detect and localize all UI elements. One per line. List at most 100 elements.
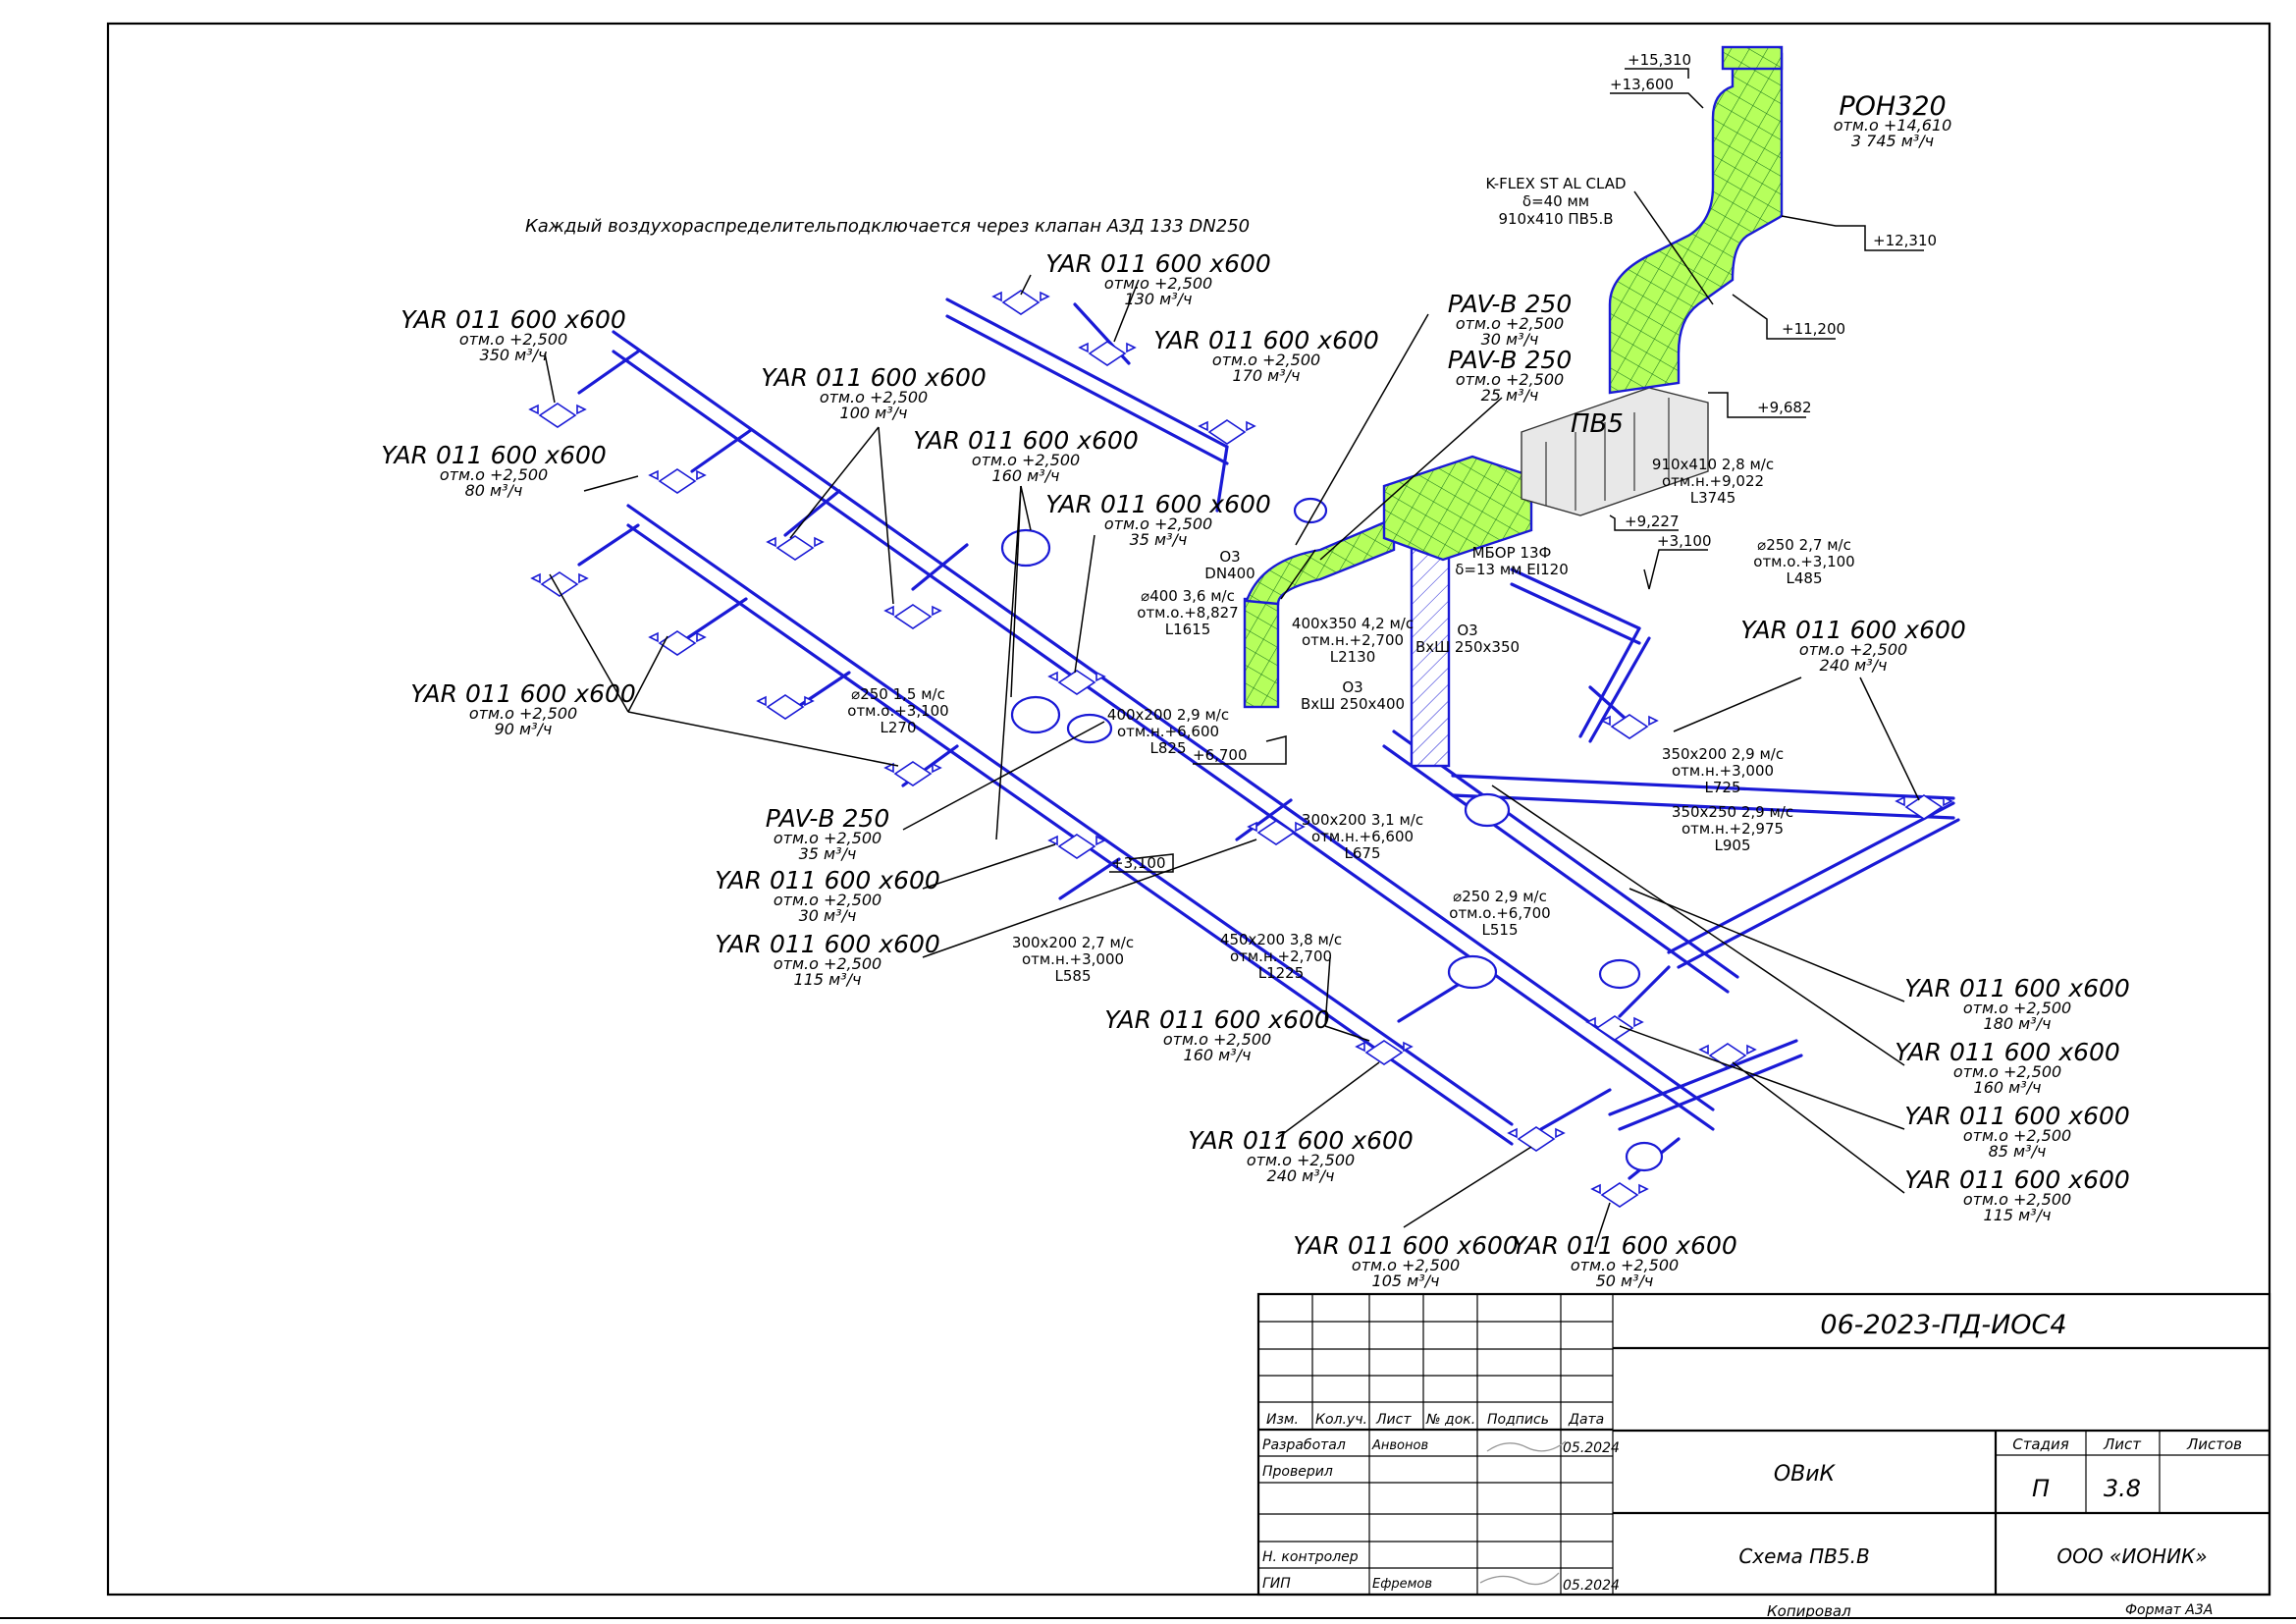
tb-header-kolich: Кол.уч.	[1315, 1412, 1367, 1428]
svg-text:YAR 011 600 x600: YAR 011 600 x600	[1904, 974, 2130, 1002]
diffuser-label: YAR 011 600 x600 отм.о +2,500 170 м³/ч	[1153, 326, 1379, 385]
tb-role-4: ГИП	[1262, 1576, 1291, 1592]
svg-text:отм.о +2,500: отм.о +2,500	[1456, 370, 1564, 389]
svg-text:δ=13 мм EI120: δ=13 мм EI120	[1455, 561, 1569, 578]
svg-text:отм.н.+6,600: отм.н.+6,600	[1311, 828, 1414, 845]
svg-text:300x200 2,7 м/с: 300x200 2,7 м/с	[1012, 934, 1134, 951]
svg-text:910x410 2,8 м/с: 910x410 2,8 м/с	[1652, 456, 1774, 473]
svg-text:отм.о.+6,700: отм.о.+6,700	[1449, 904, 1550, 922]
opening-labels: О3 DN400 О3 ВхШ 250х350 О3 ВхШ 250х400	[1204, 548, 1520, 713]
diffuser-label: YAR 011 600 x600 отм.о +2,500 30 м³/ч	[715, 866, 940, 925]
diffuser-label: YAR 011 600 x600 отм.о +2,500 35 м³/ч	[1045, 490, 1271, 549]
svg-text:отм.н.+2,975: отм.н.+2,975	[1682, 820, 1784, 838]
branch-stubs	[577, 302, 1681, 1180]
tb-name-0: Анвонов	[1371, 1438, 1428, 1453]
segment-label: 450x200 3,8 м/с отм.н.+2,700 L1225	[1220, 931, 1342, 982]
svg-text:YAR 011 600 x600: YAR 011 600 x600	[1895, 1038, 2120, 1066]
level-12310: +12,310	[1873, 232, 1937, 249]
svg-text:отм.о.+8,827: отм.о.+8,827	[1137, 604, 1238, 622]
svg-text:L1615: L1615	[1165, 621, 1211, 638]
segment-label: 350x200 2,9 м/с отм.н.+3,000 L725	[1662, 745, 1784, 796]
svg-text:YAR 011 600 x600: YAR 011 600 x600	[381, 441, 607, 469]
svg-text:L825: L825	[1150, 739, 1187, 757]
svg-text:⌀250 2,7 м/с: ⌀250 2,7 м/с	[1757, 536, 1851, 554]
diffuser-label: YAR 011 600 x600 отм.о +2,500 180 м³/ч	[1904, 974, 2130, 1033]
svg-text:160 м³/ч: 160 м³/ч	[1184, 1046, 1252, 1064]
svg-text:180 м³/ч: 180 м³/ч	[1984, 1014, 2052, 1033]
svg-text:YAR 011 600 x600: YAR 011 600 x600	[1512, 1231, 1737, 1260]
svg-text:YAR 011 600 x600: YAR 011 600 x600	[1045, 249, 1271, 278]
svg-text:О3: О3	[1219, 548, 1240, 566]
opening-label: О3 ВхШ 250х400	[1301, 678, 1405, 713]
diffuser-label: YAR 011 600 x600 отм.о +2,500 350 м³/ч	[400, 305, 626, 364]
svg-text:отм.о +2,500: отм.о +2,500	[1963, 999, 2071, 1017]
svg-text:отм.о +2,500: отм.о +2,500	[1953, 1062, 2061, 1081]
valve-label: PAV-B 250 отм.о +2,500 35 м³/ч	[766, 804, 889, 863]
svg-text:отм.о +2,500: отм.о +2,500	[774, 891, 881, 909]
svg-text:отм.о +2,500: отм.о +2,500	[459, 330, 567, 349]
valve-label: PAV-B 250 отм.о +2,500 30 м³/ч	[1448, 290, 1572, 349]
svg-text:YAR 011 600 x600: YAR 011 600 x600	[1153, 326, 1379, 354]
svg-text:105 м³/ч: 105 м³/ч	[1372, 1272, 1440, 1290]
svg-text:115 м³/ч: 115 м³/ч	[1984, 1206, 2052, 1224]
segment-label: ⌀250 2,9 м/с отм.о.+6,700 L515	[1449, 888, 1550, 939]
diffuser-labels: YAR 011 600 x600 отм.о +2,500 130 м³/ч Y…	[381, 249, 2130, 1290]
svg-text:25 м³/ч: 25 м³/ч	[1481, 386, 1539, 405]
tb-header-list: Лист	[1375, 1412, 1412, 1428]
level-13600: +13,600	[1610, 76, 1674, 93]
svg-text:YAR 011 600 x600: YAR 011 600 x600	[1104, 1005, 1330, 1034]
svg-text:3 745 м³/ч: 3 745 м³/ч	[1851, 132, 1934, 150]
svg-text:35 м³/ч: 35 м³/ч	[799, 844, 857, 863]
svg-text:L485: L485	[1787, 569, 1823, 587]
svg-text:L725: L725	[1705, 779, 1741, 796]
roof-duct	[1608, 45, 1784, 395]
svg-text:отм.о +2,500: отм.о +2,500	[820, 388, 928, 406]
svg-text:⌀250 2,9 м/с: ⌀250 2,9 м/с	[1453, 888, 1547, 905]
svg-text:30 м³/ч: 30 м³/ч	[1481, 330, 1539, 349]
svg-text:отм.о +2,500: отм.о +2,500	[1963, 1126, 2071, 1145]
diffuser-label: YAR 011 600 x600 отм.о +2,500 100 м³/ч	[761, 363, 987, 422]
svg-text:отм.н.+3,000: отм.н.+3,000	[1022, 950, 1124, 968]
svg-text:отм.о +2,500: отм.о +2,500	[1247, 1151, 1355, 1169]
svg-text:300x200 3,1 м/с: 300x200 3,1 м/с	[1302, 811, 1423, 829]
svg-text:⌀250 1,5 м/с: ⌀250 1,5 м/с	[851, 685, 945, 703]
segment-label: 400x200 2,9 м/с отм.н.+6,600 L825	[1107, 706, 1229, 757]
svg-text:L515: L515	[1482, 921, 1519, 939]
segment-label: ⌀250 1,5 м/с отм.о.+3,100 L270	[847, 685, 948, 736]
ahu-label: ПВ5	[1571, 409, 1624, 439]
tb-name-4: Ефремов	[1372, 1577, 1432, 1592]
svg-text:⌀400 3,6 м/с: ⌀400 3,6 м/с	[1141, 587, 1235, 605]
leader-lines	[544, 190, 1920, 1248]
svg-text:L905: L905	[1715, 837, 1751, 854]
svg-text:90 м³/ч: 90 м³/ч	[495, 720, 553, 738]
level-6700: +6,700	[1193, 746, 1248, 764]
segment-label: ⌀250 2,7 м/с отм.о.+3,100 L485	[1753, 536, 1854, 587]
tb-drawing-name: Схема ПВ5.В	[1738, 1544, 1869, 1568]
svg-text:отм.о +2,500: отм.о +2,500	[1212, 351, 1320, 369]
svg-text:PAV-B 250: PAV-B 250	[1448, 290, 1572, 318]
format-label: Формат А3А	[2125, 1602, 2213, 1618]
svg-text:отм.о +2,500: отм.о +2,500	[1104, 514, 1212, 533]
svg-text:85 м³/ч: 85 м³/ч	[1989, 1142, 2047, 1161]
svg-text:910x410 ПВ5.В: 910x410 ПВ5.В	[1498, 210, 1613, 228]
svg-text:350x250 2,9 м/с: 350x250 2,9 м/с	[1672, 803, 1793, 821]
tb-role-0: Разработал	[1262, 1437, 1346, 1453]
diffuser-label: YAR 011 600 x600 отм.о +2,500 85 м³/ч	[1904, 1102, 2130, 1161]
svg-text:отм.н.+6,600: отм.н.+6,600	[1117, 723, 1219, 740]
tb-header-ndok: № док.	[1425, 1412, 1475, 1428]
svg-text:отм.о +14,610: отм.о +14,610	[1834, 116, 1952, 135]
segment-label: 350x250 2,9 м/с отм.н.+2,975 L905	[1672, 803, 1793, 854]
duct-network	[612, 298, 1960, 1146]
segment-labels: 910x410 2,8 м/с отм.н.+9,022 L3745 ⌀250 …	[847, 456, 1854, 985]
level-9227: +9,227	[1625, 513, 1680, 530]
tb-role-1: Проверил	[1262, 1464, 1333, 1480]
svg-text:ВхШ 250х400: ВхШ 250х400	[1301, 695, 1405, 713]
tb-role-3: Н. контролер	[1262, 1549, 1359, 1565]
svg-text:PAV-B 250: PAV-B 250	[1448, 346, 1572, 374]
svg-text:YAR 011 600 x600: YAR 011 600 x600	[715, 930, 940, 958]
tb-date-0: 05.2024	[1563, 1440, 1620, 1456]
roof-unit-label: РОН320 отм.о +14,610 3 745 м³/ч	[1834, 91, 1952, 150]
svg-text:PAV-B 250: PAV-B 250	[766, 804, 889, 833]
svg-text:δ=40 мм: δ=40 мм	[1522, 192, 1589, 210]
diffuser-label: YAR 011 600 x600 отм.о +2,500 115 м³/ч	[1904, 1165, 2130, 1224]
